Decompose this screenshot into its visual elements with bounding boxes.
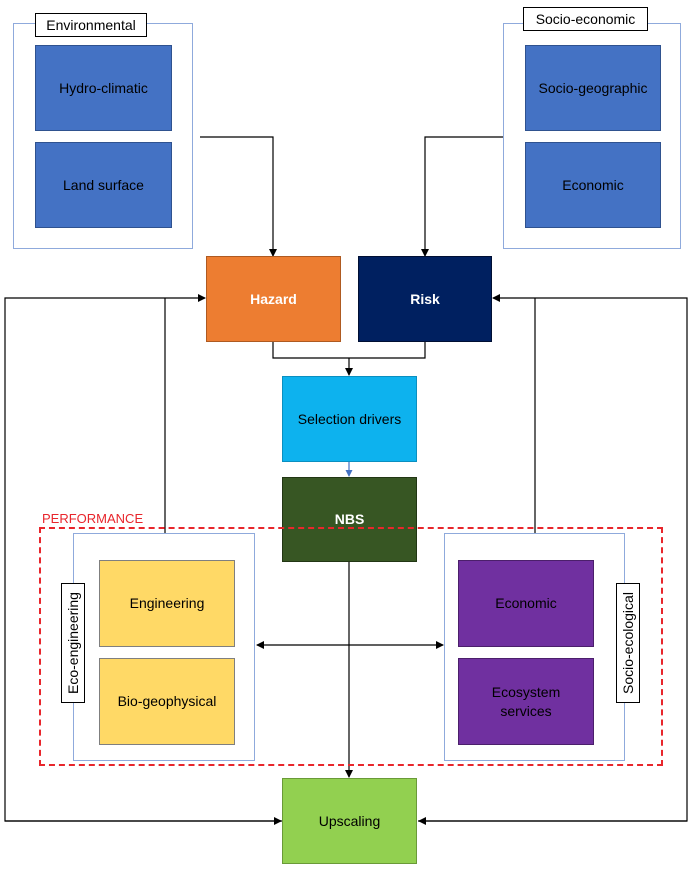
- arrow-hazard-risk-selection: [272, 342, 426, 375]
- ecosystem-services-box: Ecosystem services: [458, 658, 594, 745]
- upscaling-box: Upscaling: [282, 778, 417, 864]
- socio-economic-label: Socio-economic: [523, 7, 648, 31]
- arrow-socio-economic-risk: [421, 136, 503, 257]
- performance-region: [39, 527, 663, 766]
- economic-socio-box: Economic: [525, 142, 661, 228]
- hydro-climatic-box: Hydro-climatic: [35, 45, 172, 131]
- arrow-environmental-hazard: [200, 136, 277, 257]
- socio-ecological-label: Socio-ecological: [616, 583, 640, 703]
- hazard-box: Hazard: [206, 256, 341, 342]
- risk-box: Risk: [358, 256, 492, 342]
- socio-geographic-box: Socio-geographic: [525, 45, 661, 131]
- environmental-label: Environmental: [35, 13, 147, 37]
- economic-eco-box: Economic: [458, 560, 594, 647]
- engineering-box: Engineering: [99, 560, 235, 647]
- selection-drivers-box: Selection drivers: [282, 376, 417, 462]
- eco-engineering-label: Eco-engineering: [61, 583, 85, 703]
- land-surface-box: Land surface: [35, 142, 172, 228]
- bio-geophysical-box: Bio-geophysical: [99, 658, 235, 745]
- nbs-box: NBS: [282, 477, 417, 562]
- performance-label: PERFORMANCE: [42, 511, 144, 526]
